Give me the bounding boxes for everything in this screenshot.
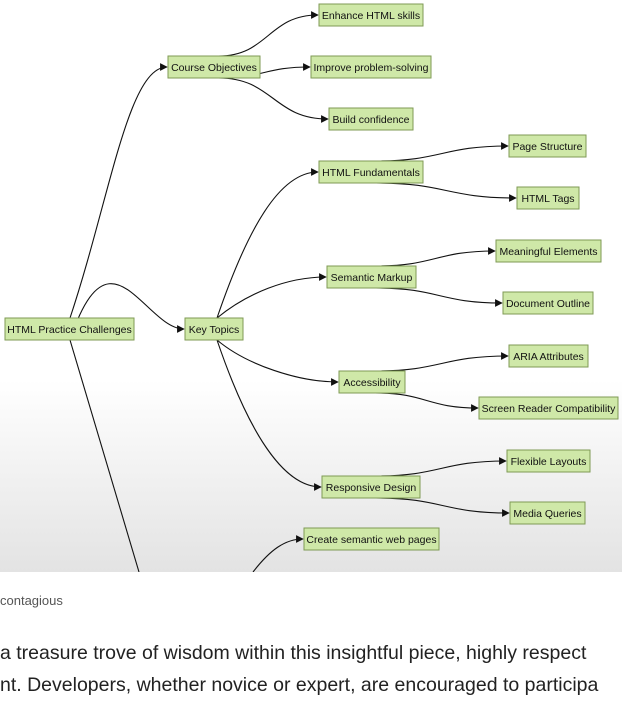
edge-resp-resp2 — [375, 497, 510, 517]
node-label: Flexible Layouts — [511, 456, 587, 468]
node-box — [508, 344, 589, 368]
edge-root-topics — [69, 283, 185, 341]
node-label: Build confidence — [332, 114, 409, 126]
node-acc1: ARIA Attributes — [508, 344, 589, 368]
node-label: Responsive Design — [326, 482, 417, 494]
edge-topics-resp — [216, 339, 322, 491]
node-label: Document Outline — [506, 298, 590, 310]
node-obj3: Build confidence — [328, 107, 414, 131]
node-box — [318, 160, 424, 184]
node-resp: Responsive Design — [321, 475, 421, 499]
node-box — [326, 265, 417, 289]
node-sem1: Meaningful Elements — [495, 239, 602, 263]
edge-fund-fund2 — [376, 182, 517, 202]
node-box — [506, 449, 591, 473]
node-label: ARIA Attributes — [513, 351, 584, 363]
edge-obj-obj3 — [218, 77, 329, 123]
image-caption: contagious — [0, 593, 63, 608]
node-label: Screen Reader Compatibility — [482, 403, 616, 415]
node-fund1: Page Structure — [508, 134, 587, 158]
edge-fund-fund1 — [376, 142, 509, 162]
node-box — [509, 501, 586, 525]
edge-topics-acc — [216, 339, 339, 386]
node-box — [508, 134, 587, 158]
node-box — [328, 107, 414, 131]
node-obj: Course Objectives — [167, 55, 261, 79]
node-acc: Accessibility — [338, 370, 406, 394]
node-label: Enhance HTML skills — [322, 10, 420, 22]
node-box — [478, 396, 619, 420]
edge-resp-resp1 — [375, 457, 507, 477]
mindmap-svg: HTML Practice Challenges Course Objective… — [4, 3, 619, 572]
node-resp1: Flexible Layouts — [506, 449, 591, 473]
edge-topics-sem — [216, 273, 327, 319]
node-label: Create semantic web pages — [306, 534, 436, 546]
edge-into-out1 — [252, 535, 304, 572]
article-line-2: nt. Developers, whether novice or expert… — [0, 674, 599, 696]
article-line-1: a treasure trove of wisdom within this i… — [0, 642, 587, 664]
node-label: Improve problem-solving — [314, 62, 429, 74]
node-label: HTML Fundamentals — [322, 167, 420, 179]
node-sem2: Document Outline — [502, 291, 594, 315]
node-acc2: Screen Reader Compatibility — [478, 396, 619, 420]
node-label: HTML Tags — [521, 193, 574, 205]
node-box — [318, 3, 424, 27]
edge-root-out1 — [69, 339, 140, 572]
node-box — [321, 475, 421, 499]
node-label: Key Topics — [189, 324, 240, 336]
article-body: a treasure trove of wisdom within this i… — [0, 637, 598, 701]
node-fund2: HTML Tags — [516, 186, 580, 210]
node-label: Accessibility — [343, 377, 401, 389]
node-obj2: Improve problem-solving — [310, 55, 432, 79]
edge-acc-acc2 — [375, 392, 479, 412]
node-box — [338, 370, 406, 394]
edge-sem-sem2 — [375, 287, 503, 307]
node-obj1: Enhance HTML skills — [318, 3, 424, 27]
node-label: Meaningful Elements — [499, 246, 597, 258]
node-box — [495, 239, 602, 263]
node-box — [502, 291, 594, 315]
node-box — [4, 317, 135, 341]
node-sem: Semantic Markup — [326, 265, 417, 289]
node-box — [516, 186, 580, 210]
node-resp2: Media Queries — [509, 501, 586, 525]
node-box — [303, 527, 440, 551]
node-label: HTML Practice Challenges — [7, 324, 132, 336]
node-box — [184, 317, 244, 341]
node-box — [310, 55, 432, 79]
edge-root-obj — [69, 63, 168, 319]
node-box — [167, 55, 261, 79]
node-fund: HTML Fundamentals — [318, 160, 424, 184]
mindmap-diagram: HTML Practice Challenges Course Objective… — [0, 0, 622, 572]
node-label: Page Structure — [512, 141, 582, 153]
node-label: Semantic Markup — [331, 272, 413, 284]
node-label: Media Queries — [513, 508, 581, 520]
node-root: HTML Practice Challenges — [4, 317, 135, 341]
edge-acc-acc1 — [375, 352, 509, 372]
node-out1: Create semantic web pages — [303, 527, 440, 551]
edge-obj-obj1 — [218, 11, 319, 57]
edge-topics-fund — [216, 168, 319, 319]
edge-sem-sem1 — [375, 247, 496, 267]
node-topics: Key Topics — [184, 317, 244, 341]
node-label: Course Objectives — [171, 62, 257, 74]
